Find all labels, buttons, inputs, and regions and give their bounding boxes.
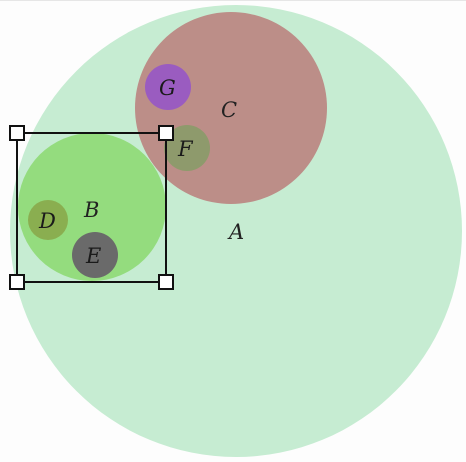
- circle-g-shape[interactable]: [145, 64, 191, 110]
- circle-a[interactable]: [10, 5, 462, 457]
- label-a: A: [227, 220, 244, 244]
- label-b: B: [83, 198, 99, 222]
- label-f: F: [177, 137, 194, 161]
- circle-f-shape[interactable]: [164, 125, 210, 171]
- resize-handle-bottom-left[interactable]: [9, 274, 25, 290]
- circle-e-shape[interactable]: [72, 232, 118, 278]
- resize-handle-bottom-right[interactable]: [158, 274, 174, 290]
- label-c: C: [221, 98, 237, 122]
- circle-b-shape[interactable]: [18, 133, 166, 281]
- circle-d-shape[interactable]: [28, 200, 68, 240]
- circle-a-shape[interactable]: [10, 5, 462, 457]
- label-d: D: [38, 209, 56, 233]
- selection-box[interactable]: [9, 125, 174, 290]
- label-e: E: [85, 244, 101, 268]
- circle-b[interactable]: [18, 133, 166, 281]
- resize-handle-top-right[interactable]: [158, 125, 174, 141]
- selection-outline: [16, 132, 167, 283]
- circle-d[interactable]: [28, 200, 68, 240]
- label-g: G: [159, 76, 176, 100]
- circle-e[interactable]: [72, 232, 118, 278]
- circle-f[interactable]: [164, 125, 210, 171]
- resize-handle-top-left[interactable]: [9, 125, 25, 141]
- circle-g[interactable]: [145, 64, 191, 110]
